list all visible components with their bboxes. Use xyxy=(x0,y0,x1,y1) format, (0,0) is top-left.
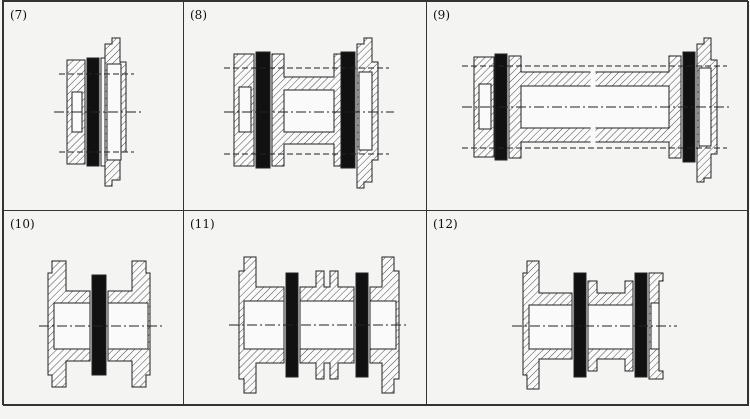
panel-label: (8) xyxy=(190,8,207,22)
coupling-drawing-10 xyxy=(39,260,164,388)
coupling-drawing-7 xyxy=(54,37,144,187)
coupling-drawing-11 xyxy=(229,256,409,394)
panel-9: (9) xyxy=(426,1,749,211)
panel-8: (8) xyxy=(183,1,427,211)
elastic-ring-left xyxy=(255,51,271,169)
elastic-ring xyxy=(91,274,107,376)
panel-label: (12) xyxy=(433,217,458,231)
panel-7: (7) xyxy=(3,1,184,211)
elastic-ring-right xyxy=(634,272,648,378)
panel-11: (11) xyxy=(183,210,427,406)
panel-label: (10) xyxy=(10,217,35,231)
elastic-ring-right xyxy=(340,51,356,169)
panel-10: (10) xyxy=(3,210,184,406)
panel-12: (12) xyxy=(426,210,749,406)
panel-label: (11) xyxy=(190,217,215,231)
figure-grid: (7) (8) xyxy=(2,0,749,406)
panel-label: (7) xyxy=(10,8,27,22)
coupling-drawing-12 xyxy=(512,260,677,390)
coupling-drawing-9 xyxy=(462,37,732,183)
coupling-drawing-8 xyxy=(224,37,394,189)
panel-label: (9) xyxy=(433,8,450,22)
elastic-ring-left xyxy=(573,272,587,378)
